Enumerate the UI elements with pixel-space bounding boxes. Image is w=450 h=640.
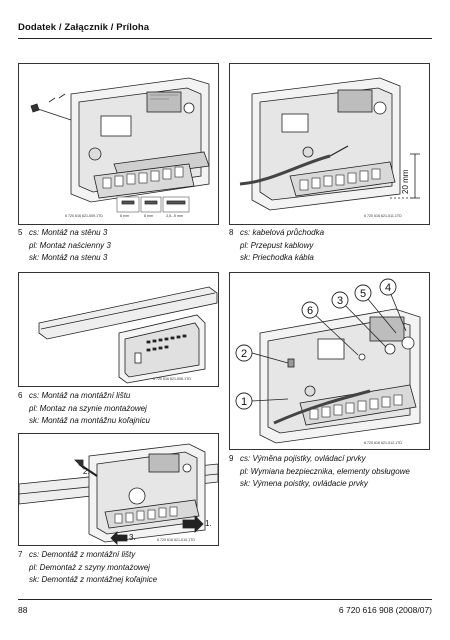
screw-size-3-5mm: 3,5...5 mm [166, 214, 183, 218]
figure-7-caption-pl: pl: Demontaż z szyny montażowej [29, 562, 150, 572]
figure-8-caption-cs: cs: kabelová průchodka [240, 228, 325, 237]
figure-5-drawing [30, 77, 210, 213]
figure-6-code: 6 720 616 621-006.1TD [153, 377, 191, 381]
figure-6-caption-pl: pl: Montaz na szynie montażowej [29, 403, 147, 413]
figure-9-caption-sk: sk: Výmena poistky, ovládacie prvky [240, 479, 368, 488]
header-rule [18, 38, 432, 39]
figure-7-code: 6 720 616 621-010.1TD [157, 538, 195, 542]
figure-6-drawing [38, 286, 218, 384]
figure-9-fuse-controls: 1 2 3 4 5 6 6 720 616 621-012.1TD [229, 272, 430, 450]
figure-8-drawing: 20 mm [239, 77, 420, 211]
document-reference: 6 720 616 908 (2008/07) [338, 605, 432, 615]
footer-rule [18, 599, 432, 600]
callout-6: 6 [307, 305, 313, 317]
figure-8-caption-pl: pl: Przepust kablowy [240, 240, 314, 250]
step-1-label: 1. [205, 519, 212, 528]
callout-3: 3 [337, 295, 343, 307]
figure-9-caption: 9 cs: Výměna pojistky, ovládací prvky pl:… [229, 453, 410, 491]
figure-5-code: 6 720 616 621-009.1TD [65, 214, 103, 218]
screw-size-8mm: 8 mm [144, 214, 153, 218]
callout-2: 2 [241, 348, 247, 360]
figure-9-caption-cs: cs: Výměna pojistky, ovládací prvky [240, 454, 366, 463]
figure-6-caption-sk: sk: Montáž na montážnu koľajnicu [29, 416, 150, 425]
figure-7-rail-removal: 1. 2. 3. 6 720 616 621-010.1TD [18, 433, 219, 546]
step-3-label: 3. [129, 533, 136, 542]
step-2-label: 2. [83, 467, 90, 476]
figure-9-drawing: 1 2 3 4 5 6 [235, 278, 421, 444]
figure-6-rail-mounting: 6 720 616 621-006.1TD [18, 272, 219, 387]
figure-9-code: 6 720 616 621-012.1TD [364, 441, 402, 445]
screw-size-6mm: 6 mm [120, 214, 129, 218]
figure-7-caption-sk: sk: Demontáž z montážnej koľajnice [29, 575, 158, 584]
figure-8-cable-gland: 20 mm 6 720 616 621-011.1TD [229, 63, 430, 225]
callout-4: 4 [385, 282, 391, 294]
figure-6-caption: 6 cs: Montáž na montážní lištu pl: Montaz… [18, 390, 150, 428]
figure-7-number: 7 [18, 550, 23, 559]
figure-9-number: 9 [229, 454, 234, 463]
figure-8-caption: 8 cs: kabelová průchodka pl: Przepust kab… [229, 227, 324, 265]
figure-6-number: 6 [18, 391, 23, 400]
figure-8-caption-sk: sk: Priechodka kábla [240, 253, 314, 262]
figure-5-caption: 5 cs: Montáž na stěnu 3 pl: Montaż naście… [18, 227, 111, 265]
figure-7-caption: 7 cs: Demontáž z montážní lišty pl: Demon… [18, 549, 157, 587]
callout-1: 1 [241, 396, 247, 408]
figure-5-caption-cs: cs: Montáž na stěnu 3 [29, 228, 108, 237]
figure-5-caption-pl: pl: Montaż naścienny 3 [29, 240, 111, 250]
figure-5-number: 5 [18, 228, 23, 237]
callout-5: 5 [360, 288, 366, 300]
page-number: 88 [18, 605, 28, 615]
page-header-title: Dodatek / Załącznik / Príloha [18, 22, 150, 33]
dimension-20mm-label: 20 mm [401, 169, 410, 194]
figure-7-caption-cs: cs: Demontáž z montážní lišty [29, 550, 136, 559]
figure-8-number: 8 [229, 228, 234, 237]
figure-5-caption-sk: sk: Montáž na stenu 3 [29, 253, 108, 262]
figure-5-wall-mounting: 6 720 616 621-009.1TD 6 mm 8 mm 3,5...5 … [18, 63, 219, 225]
figure-6-caption-cs: cs: Montáž na montážní lištu [29, 391, 131, 400]
figure-7-drawing: 1. 2. 3. [19, 443, 218, 545]
figure-8-code: 6 720 616 621-011.1TD [364, 214, 402, 218]
figure-9-caption-pl: pl: Wymiana bezpiecznika, elementy obsłu… [240, 466, 410, 476]
